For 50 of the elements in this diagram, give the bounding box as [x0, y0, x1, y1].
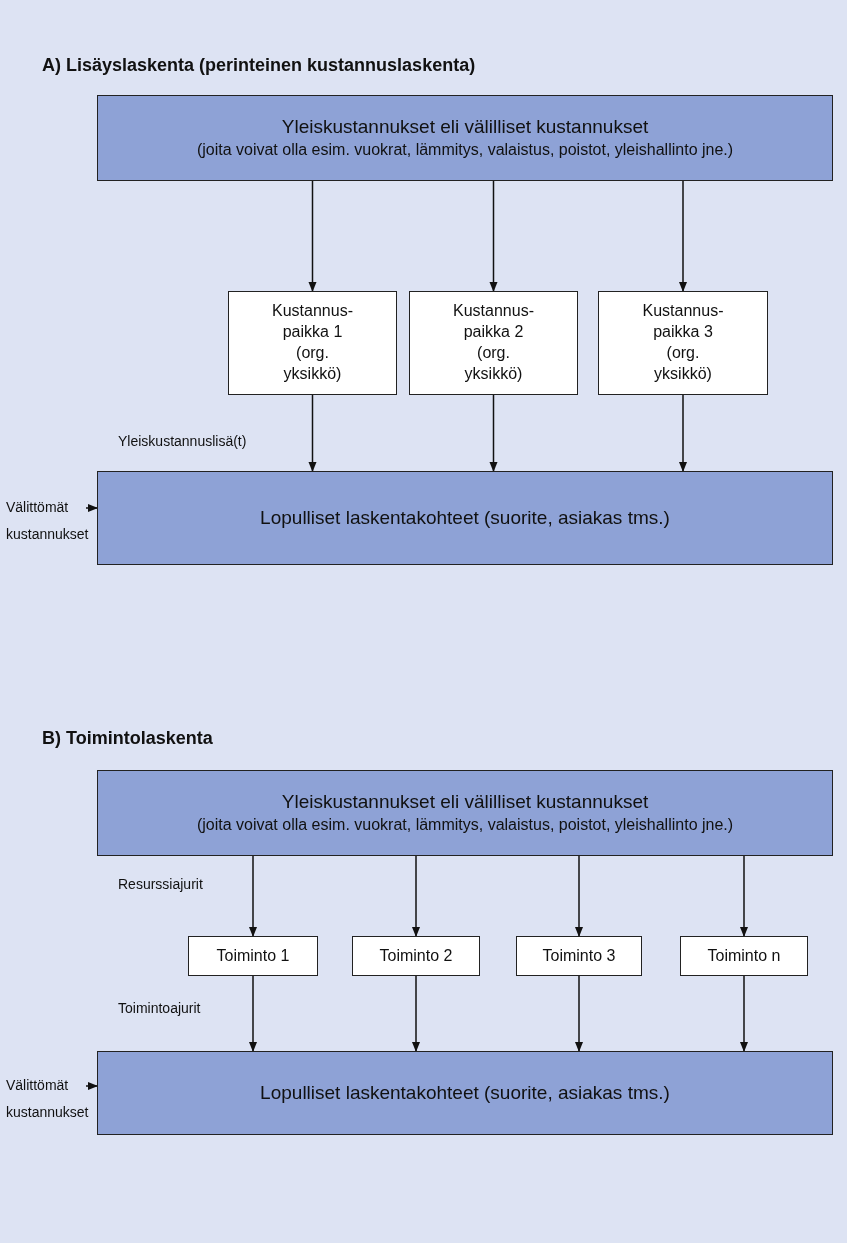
process-box	[409, 291, 578, 395]
section-heading: B) Toimintolaskenta	[42, 728, 213, 749]
box-title: Yleiskustannukset eli välilliset kustannukset	[281, 790, 649, 815]
process-box	[598, 291, 768, 395]
box-title: Kustannus- paikka 3	[641, 301, 725, 343]
node-text: Välittömät kustannukset	[6, 498, 89, 544]
arrow	[575, 855, 583, 937]
arrow	[740, 975, 748, 1052]
arrow	[489, 180, 498, 292]
process-box	[352, 936, 480, 976]
box-text: (org. yksikkö)	[653, 343, 713, 384]
box-title: Toiminto n	[707, 945, 781, 966]
arrow	[85, 1082, 98, 1090]
arrow	[412, 855, 420, 937]
box-title: Kustannus- paikka 1	[271, 301, 354, 343]
arrow	[740, 855, 748, 937]
box-title: Lopulliset laskentakohteet (suorite, asiakas tms.)	[260, 505, 670, 530]
box-text: (org. yksikkö)	[282, 343, 343, 384]
cost-box	[97, 770, 833, 856]
driver-label: Resurssiajurit	[118, 876, 203, 892]
arrow	[249, 855, 257, 937]
arrow	[249, 975, 257, 1052]
box-title: Yleiskustannukset eli välilliset kustannukset	[281, 115, 649, 140]
process-box	[516, 936, 642, 976]
arrow	[679, 180, 687, 292]
section-heading: A) Lisäyslaskenta (perinteinen kustannuslaskenta)	[42, 55, 476, 76]
cost-box	[97, 1051, 833, 1135]
arrow	[412, 975, 420, 1052]
box-text: (joita voivat olla esim. vuokrat, lämmitys, valaistus, poistot, yleishallinto jne.)	[196, 814, 734, 835]
box-title: Toiminto 1	[216, 945, 290, 966]
cost-box	[97, 471, 833, 565]
box-title: Toiminto 3	[542, 945, 616, 966]
process-box	[680, 936, 808, 976]
box-title: Toiminto 2	[379, 945, 453, 966]
cost-box	[97, 95, 833, 181]
process-box	[228, 291, 397, 395]
arrow	[308, 394, 317, 472]
node-text: Välittömät kustannukset	[6, 1076, 89, 1122]
process-box	[188, 936, 318, 976]
arrow	[489, 394, 498, 472]
box-title: Kustannus- paikka 2	[452, 301, 535, 343]
arrow	[308, 180, 317, 292]
box-text: (joita voivat olla esim. vuokrat, lämmitys, valaistus, poistot, yleishallinto jne.)	[196, 139, 734, 160]
arrow	[679, 394, 687, 472]
driver-label: Yleiskustannuslisä(t)	[118, 433, 247, 449]
box-text: (org. yksikkö)	[463, 343, 524, 384]
box-title: Lopulliset laskentakohteet (suorite, asiakas tms.)	[260, 1080, 670, 1105]
driver-label: Toimintoajurit	[118, 1000, 201, 1016]
arrow	[575, 975, 583, 1052]
arrow	[85, 504, 98, 512]
